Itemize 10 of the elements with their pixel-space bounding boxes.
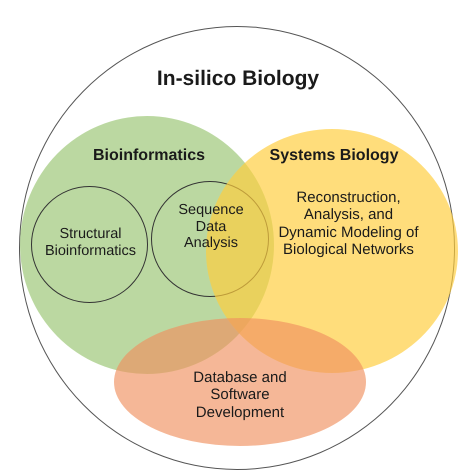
circle-title: Systems Biology xyxy=(268,147,400,166)
circle-title: Bioinformatics xyxy=(92,147,206,166)
inner-circle xyxy=(151,181,269,297)
circle-label: Reconstruction, Analysis, and Dynamic Modeling of Biological Networks xyxy=(277,189,420,258)
inner-circle xyxy=(31,186,148,303)
outer-circle xyxy=(19,26,455,470)
circle-label: Sequence Data Analysis xyxy=(177,202,245,252)
circle-label: Structural Bioinformatics xyxy=(44,226,138,260)
ellipse-label: Database and Software Development xyxy=(192,369,288,421)
circle-title: In-silico Biology xyxy=(156,67,320,92)
